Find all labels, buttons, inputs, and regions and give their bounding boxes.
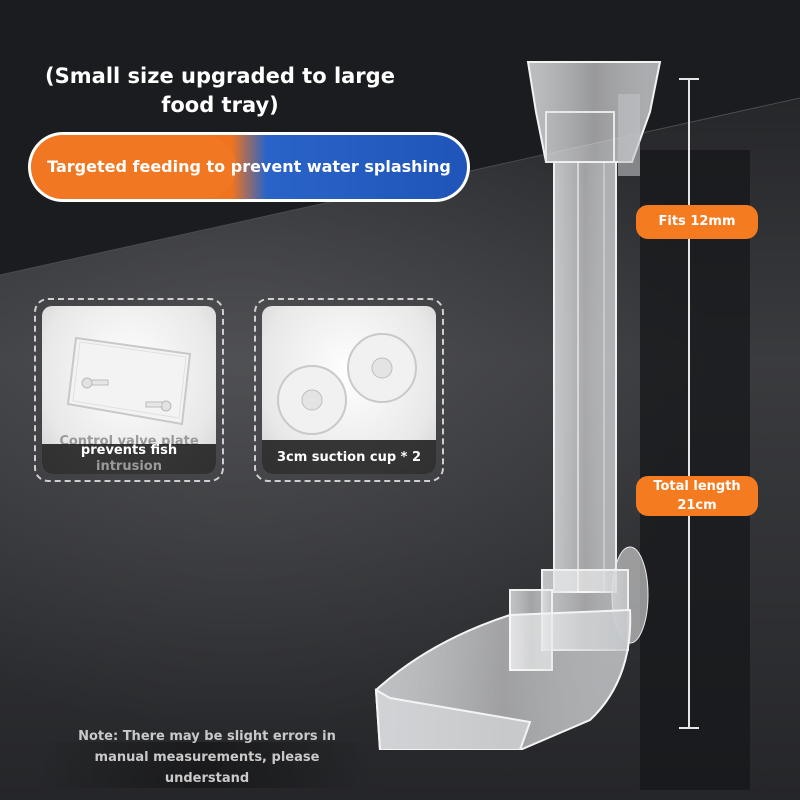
- suction-cup-card: 3cm suction cup * 2: [254, 298, 444, 482]
- dimension-tick-top: [679, 78, 699, 80]
- measurement-note: Note: There may be slight errors in manu…: [52, 726, 362, 789]
- dimension-line: [688, 78, 690, 728]
- fits-badge: Fits 12mm: [636, 205, 758, 239]
- valve-plate-icon: [66, 336, 192, 426]
- headline: (Small size upgraded to large food tray): [40, 62, 400, 120]
- valve-plate-card: Control valve plate prevents fish intrus…: [34, 298, 224, 482]
- suction-cup-label: 3cm suction cup * 2: [262, 440, 436, 474]
- feature-banner: Targeted feeding to prevent water splash…: [28, 132, 470, 202]
- valve-plate-label: prevents fish intrusion: [42, 443, 216, 474]
- feature-banner-text: Targeted feeding to prevent water splash…: [47, 157, 451, 176]
- note-line-2: manual measurements, please: [94, 750, 320, 765]
- length-badge: Total length 21cm: [636, 476, 758, 516]
- headline-line-2: food tray): [161, 93, 279, 117]
- valve-plate-label-line-2: prevents fish: [80, 443, 178, 458]
- suction-cup-card-image: 3cm suction cup * 2: [262, 306, 436, 474]
- note-backdrop: [36, 742, 376, 788]
- length-badge-line-2: 21cm: [677, 498, 717, 513]
- feature-banner-fill: Targeted feeding to prevent water splash…: [31, 135, 467, 199]
- feature-banner-orange: [31, 135, 236, 199]
- length-badge-line-1: Total length: [653, 479, 741, 494]
- valve-plate-label-line-3: intrusion: [96, 459, 162, 474]
- valve-plate-card-image: Control valve plate prevents fish intrus…: [42, 306, 216, 474]
- headline-line-1: (Small size upgraded to large: [45, 64, 395, 88]
- note-line-1: Note: There may be slight errors in: [78, 729, 336, 744]
- suction-cup-icon: [277, 333, 417, 435]
- note-line-3: understand: [164, 771, 250, 786]
- fish-feeder-icon: [374, 61, 662, 750]
- dimension-tick-bottom: [679, 727, 699, 729]
